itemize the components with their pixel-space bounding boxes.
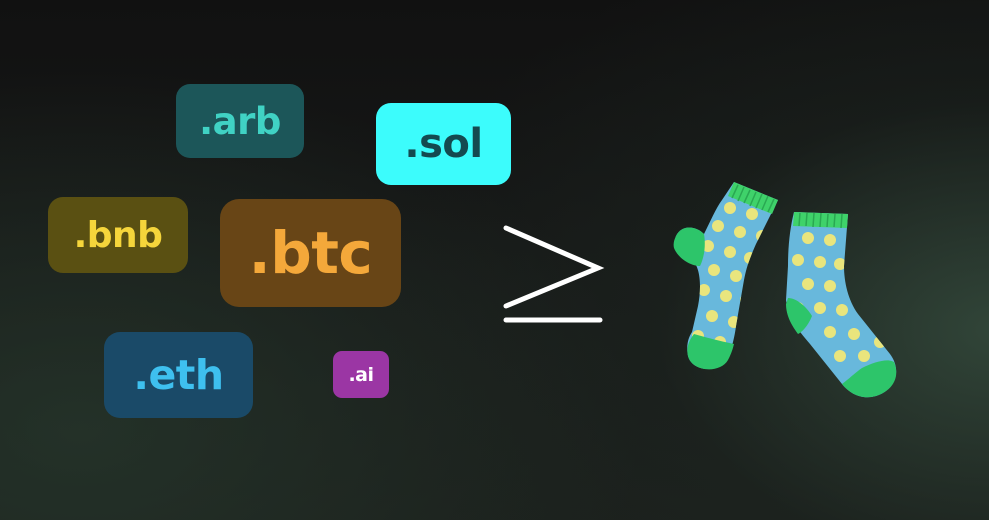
tag-eth: .eth [104, 332, 253, 418]
greater-equal-icon [503, 225, 605, 323]
socks-icon [673, 182, 897, 398]
tag-arb-label: .arb [199, 99, 281, 143]
tag-ai: .ai [333, 351, 389, 398]
tag-btc: .btc [220, 199, 401, 307]
right-sock [786, 212, 897, 398]
tag-bnb: .bnb [48, 197, 188, 273]
tag-bnb-label: .bnb [73, 214, 163, 256]
tag-arb: .arb [176, 84, 304, 158]
tag-eth-label: .eth [133, 351, 224, 399]
tag-sol: .sol [376, 103, 511, 185]
tag-ai-label: .ai [348, 363, 374, 386]
tag-sol-label: .sol [404, 121, 483, 167]
tag-btc-label: .btc [248, 219, 373, 287]
left-sock [673, 182, 778, 370]
